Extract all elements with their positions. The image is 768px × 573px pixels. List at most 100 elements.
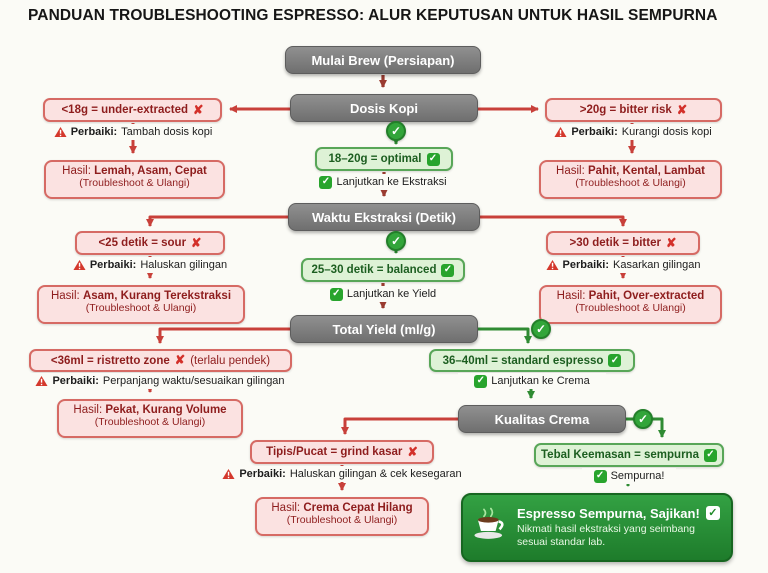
condition-text: >20g = bitter risk <box>579 104 672 116</box>
condition-dose-low: <18g = under-extracted ✘ <box>43 98 222 122</box>
condition-time-ok: 25–30 detik = balanced ✓ <box>301 258 465 282</box>
fix-text: Haluskan gilingan & cek kesegaran <box>289 468 462 480</box>
node-start: Mulai Brew (Persiapan) <box>285 46 481 74</box>
condition-text: <36ml = ristretto zone <box>50 354 170 367</box>
warning-icon <box>54 126 67 138</box>
warning-icon <box>554 126 567 138</box>
next-text: Lanjutkan ke Ekstraksi <box>336 176 447 188</box>
node-dose: Dosis Kopi <box>290 94 478 122</box>
result-subtext: (Troubleshoot & Ulangi) <box>94 416 206 428</box>
check-circle-icon: ✓ <box>531 319 551 339</box>
fix-label: Perbaiki: <box>52 375 99 387</box>
result-dose-low: Hasil: Lemah, Asam, Cepat (Troubleshoot … <box>44 160 225 199</box>
next-perfect: ✓ Sempurna! <box>582 468 676 484</box>
check-icon: ✓ <box>705 506 720 521</box>
fix-text: Kasarkan gilingan <box>613 259 701 271</box>
fix-crema-thin: Perbaiki: Haluskan gilingan & cek kesega… <box>218 466 466 482</box>
result-subtext: (Troubleshoot & Ulangi) <box>85 302 197 314</box>
next-text: Lanjutkan ke Crema <box>491 375 590 387</box>
check-icon: ✓ <box>608 354 622 367</box>
final-title-row: Espresso Sempurna, Sajikan! ✓ <box>517 506 723 521</box>
next-yield: ✓ Lanjutkan ke Yield <box>311 286 455 302</box>
fix-dose-low: Perbaiki: Tambah dosis kopi <box>43 124 223 140</box>
result-dose-high: Hasil: Pahit, Kental, Lambat (Troublesho… <box>539 160 722 199</box>
condition-text: Tebal Keemasan = sempurna <box>541 449 699 461</box>
fix-time-high: Perbaiki: Kasarkan gilingan <box>543 257 703 273</box>
cross-icon: ✘ <box>193 102 204 117</box>
result-label: Hasil: <box>556 290 586 302</box>
check-icon: ✓ <box>426 152 440 166</box>
check-icon: ✓ <box>474 374 488 388</box>
fix-label: Perbaiki: <box>239 468 286 480</box>
check-icon: ✓ <box>593 469 607 483</box>
node-dose-label: Dosis Kopi <box>350 100 418 116</box>
result-line: Hasil: Lemah, Asam, Cepat <box>50 165 219 177</box>
cross-icon: ✘ <box>665 235 677 250</box>
next-text: Sempurna! <box>610 470 665 482</box>
result-subtext: (Troubleshoot & Ulangi) <box>575 177 686 189</box>
result-label: Hasil: <box>556 165 585 177</box>
check-glyph: ✓ <box>390 234 402 248</box>
warning-icon <box>73 259 86 271</box>
check-icon: ✓ <box>441 263 455 277</box>
result-text: Crema Cepat Hilang <box>303 502 413 514</box>
result-time-low: Hasil: Asam, Kurang Terekstraksi (Troubl… <box>37 285 245 324</box>
fix-text: Tambah dosis kopi <box>121 126 213 138</box>
fix-label: Perbaiki: <box>70 126 118 138</box>
warning-icon <box>35 375 48 387</box>
condition-dose-high: >20g = bitter risk ✘ <box>545 98 722 122</box>
warning-icon <box>222 468 235 480</box>
fix-text: Perpanjang waktu/sesuaikan gilingan <box>102 375 285 387</box>
condition-yield-low: <36ml = ristretto zone ✘ (terlalu pendek… <box>29 349 292 372</box>
condition-yield-ok: 36–40ml = standard espresso ✓ <box>429 349 635 372</box>
check-glyph: ✓ <box>535 322 547 336</box>
page-title: PANDUAN TROUBLESHOOTING ESPRESSO: ALUR K… <box>28 7 718 24</box>
result-text: Lemah, Asam, Cepat <box>94 165 207 177</box>
result-subtext: (Troubleshoot & Ulangi) <box>286 514 398 526</box>
result-crema-thin: Hasil: Crema Cepat Hilang (Troubleshoot … <box>255 497 429 536</box>
result-text: Pahit, Over-extracted <box>588 290 705 302</box>
condition-text: <25 detik = sour <box>98 237 187 249</box>
final-subtitle: Nikmati hasil ekstraksi yang seimbang se… <box>517 522 695 548</box>
check-icon: ✓ <box>319 175 333 189</box>
condition-text: <18g = under-extracted <box>61 104 189 116</box>
cross-icon: ✘ <box>407 444 418 459</box>
node-extraction-time-label: Waktu Ekstraksi (Detik) <box>311 209 456 225</box>
result-text: Pahit, Kental, Lambat <box>588 165 705 177</box>
node-crema-label: Kualitas Crema <box>494 411 590 427</box>
result-line: Hasil: Asam, Kurang Terekstraksi <box>43 290 239 302</box>
condition-text: 25–30 detik = balanced <box>311 264 437 276</box>
final-title: Espresso Sempurna, Sajikan! <box>517 505 700 521</box>
condition-crema-thin: Tipis/Pucat = grind kasar ✘ <box>250 440 434 464</box>
next-text: Lanjutkan ke Yield <box>346 288 437 300</box>
result-label: Hasil: <box>62 165 91 177</box>
result-subtext: (Troubleshoot & Ulangi) <box>575 302 686 314</box>
node-extraction-time: Waktu Ekstraksi (Detik) <box>288 203 480 231</box>
result-line: Hasil: Crema Cepat Hilang <box>261 502 423 514</box>
result-text: Pekat, Kurang Volume <box>105 404 227 416</box>
result-line: Hasil: Pahit, Over-extracted <box>545 290 716 302</box>
result-subtext: (Troubleshoot & Ulangi) <box>79 177 190 189</box>
check-circle-icon: ✓ <box>386 121 406 141</box>
result-label: Hasil: <box>73 404 103 416</box>
result-yield-low: Hasil: Pekat, Kurang Volume (Troubleshoo… <box>57 399 243 438</box>
node-yield-label: Total Yield (ml/g) <box>332 321 436 337</box>
node-crema: Kualitas Crema <box>458 405 626 433</box>
condition-text: >30 detik = bitter <box>569 237 661 249</box>
condition-note: (terlalu pendek) <box>190 354 271 367</box>
cross-icon: ✘ <box>676 102 688 117</box>
condition-text: 36–40ml = standard espresso <box>442 354 604 367</box>
fix-yield-low: Perbaiki: Perpanjang waktu/sesuaikan gil… <box>26 373 294 389</box>
fix-dose-high: Perbaiki: Kurangi dosis kopi <box>542 124 724 140</box>
fix-text: Haluskan gilingan <box>140 259 228 271</box>
check-glyph: ✓ <box>390 124 402 138</box>
condition-text: 18–20g = optimal <box>328 153 422 165</box>
final-success-card: Espresso Sempurna, Sajikan! ✓ Nikmati ha… <box>461 493 733 562</box>
cross-icon: ✘ <box>191 235 202 250</box>
result-line: Hasil: Pekat, Kurang Volume <box>63 404 237 416</box>
condition-dose-ok: 18–20g = optimal ✓ <box>315 147 453 171</box>
fix-text: Kurangi dosis kopi <box>621 126 712 138</box>
result-line: Hasil: Pahit, Kental, Lambat <box>545 165 716 177</box>
fix-time-low: Perbaiki: Haluskan gilingan <box>53 257 247 273</box>
